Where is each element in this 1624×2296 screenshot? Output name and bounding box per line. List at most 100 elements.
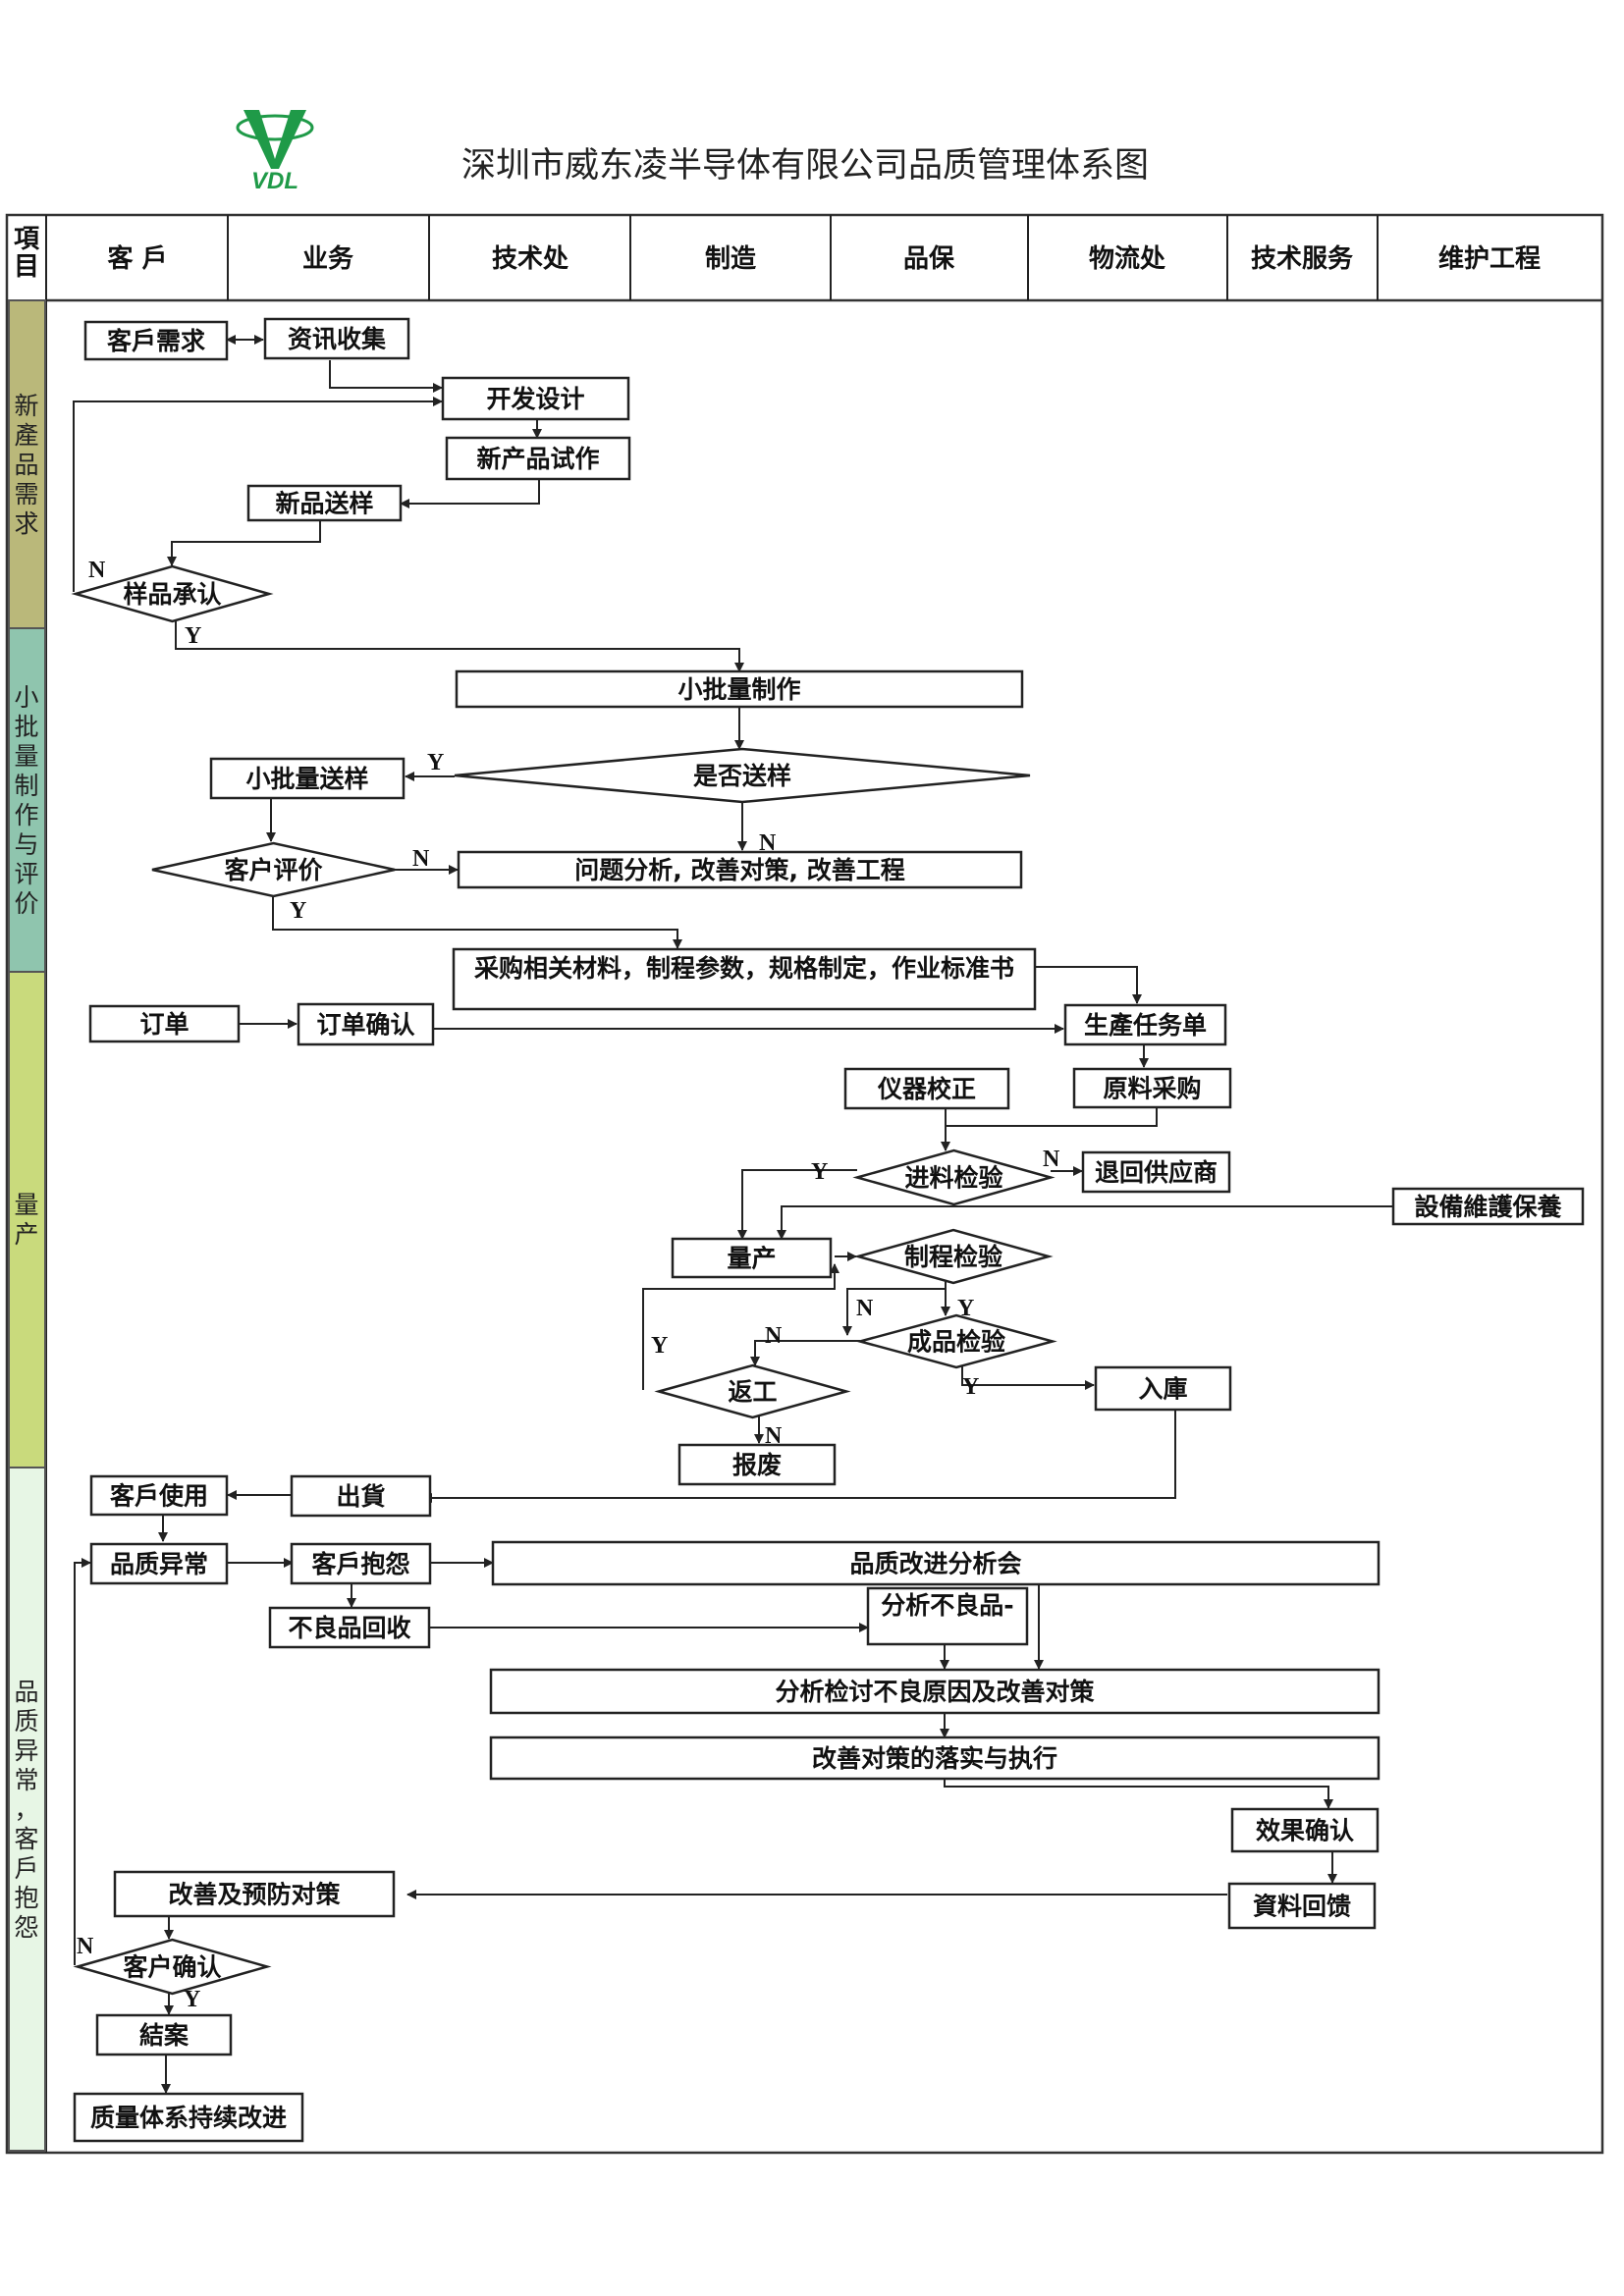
node-customer-complaint: 客戶抱怨 (290, 1542, 432, 1585)
node-label: 返工 (728, 1378, 777, 1407)
phase-label-char: 怨 (14, 1913, 38, 1942)
arrow-final-no (750, 1340, 860, 1366)
process-box (1063, 1003, 1227, 1046)
phase-label-char: 产 (14, 1220, 38, 1249)
node-label: 生產任务单 (1084, 1011, 1207, 1040)
process-box (290, 1542, 432, 1585)
page-title: 深圳市威东凌半导体有限公司品质管理体系图 (461, 146, 1149, 186)
node-process-insp: 制程检验 (853, 1228, 1054, 1285)
node-small-batch: 小批量制作 (455, 669, 1024, 709)
node-label: 问题分析, 改善对策, 改善工程 (574, 856, 904, 884)
process-box (1072, 1067, 1232, 1109)
svg-text:N: N (856, 1296, 874, 1321)
node-customer-demand: 客戶需求 (83, 320, 229, 361)
node-label: 订单 (139, 1010, 189, 1039)
phase-label-char: 量 (14, 742, 38, 771)
process-box (83, 320, 229, 361)
svg-text:N: N (765, 1423, 783, 1449)
node-label: 仪器校正 (877, 1075, 976, 1103)
svg-text:Y: Y (427, 750, 444, 775)
node-rework: 返工 (654, 1363, 851, 1419)
process-box (297, 1002, 435, 1046)
arrow-approve-yes (175, 620, 744, 672)
node-label: 結案 (139, 2021, 189, 2050)
node-label: 开发设计 (486, 385, 584, 413)
col-tech-service: 技术服务 (1251, 244, 1353, 274)
node-label: 量产 (727, 1245, 776, 1273)
phase-new-product (8, 299, 46, 629)
svg-text:項: 項 (14, 225, 40, 254)
svg-text:Y: Y (957, 1296, 974, 1321)
node-shipment: 出貨 (290, 1474, 432, 1518)
phase-small-batch (8, 627, 46, 973)
col-customer: 客 戶 (107, 243, 167, 274)
decision-diamond (73, 1938, 272, 1996)
node-trial: 新产品试作 (445, 436, 631, 481)
phase-label-char: 作 (14, 801, 38, 829)
node-continuous: 质量体系持续改进 (73, 2092, 304, 2143)
svg-text:Y: Y (962, 1374, 979, 1400)
node-label: 新产品试作 (476, 445, 599, 473)
svg-text:N: N (412, 846, 430, 872)
logo-text: VDL (251, 168, 298, 194)
vdl-logo: VDL (236, 110, 314, 194)
phase-label-char: 品 (14, 1678, 38, 1706)
arrow-sample-approve (167, 520, 321, 566)
phase-label-char: 价 (14, 889, 38, 918)
decision-diamond (654, 1363, 851, 1419)
col-manufacturing: 制造 (705, 244, 756, 274)
arrow-info-design (329, 360, 443, 393)
process-box (268, 1606, 431, 1649)
col-sales: 业务 (302, 244, 353, 274)
decision-diamond (853, 1228, 1054, 1285)
node-order-confirm: 订单确认 (297, 1002, 435, 1046)
process-box (290, 1474, 432, 1518)
node-label: 不良品回收 (288, 1614, 410, 1642)
process-box (89, 1542, 229, 1585)
arrow-confirm-no (74, 1558, 91, 1965)
process-box (113, 1870, 396, 1918)
col-technical: 技术处 (492, 244, 568, 274)
node-root-cause: 分析检讨不良原因及改善对策 (489, 1668, 1380, 1715)
node-label: 小批量制作 (677, 675, 800, 704)
node-quality-meeting: 品质改进分析会 (491, 1540, 1380, 1586)
arrow-rework-yes (642, 1263, 839, 1390)
node-label: 制程检验 (904, 1243, 1002, 1271)
arrow-maintenance (777, 1205, 1393, 1240)
node-label: 小批量送样 (245, 765, 368, 793)
node-small-batch-send: 小批量送样 (209, 757, 406, 800)
phase-label-char: 抱 (14, 1884, 38, 1912)
node-problem-analysis: 问题分析, 改善对策, 改善工程 (457, 850, 1023, 889)
node-label: 质量体系持续改进 (90, 2104, 287, 2132)
process-box (677, 1443, 837, 1486)
process-box (441, 376, 630, 421)
svg-text:N: N (88, 558, 106, 583)
decision-diamond (852, 1148, 1056, 1206)
node-data-feedback: 資料回馈 (1227, 1882, 1377, 1930)
item-header: 項 目 (14, 225, 40, 282)
node-close: 結案 (95, 2013, 233, 2056)
node-return-supplier: 退回供应商 (1081, 1150, 1231, 1194)
process-box (1227, 1882, 1377, 1930)
node-mass-production: 量产 (671, 1237, 833, 1279)
node-label: 設備維護保養 (1414, 1193, 1561, 1221)
process-box (491, 1540, 1380, 1586)
node-label: 成品检验 (907, 1328, 1005, 1357)
col-logistics: 物流处 (1089, 244, 1165, 274)
phase-quality-abnormal (8, 1467, 46, 2152)
node-label: 订单确认 (316, 1011, 414, 1040)
process-box (1391, 1187, 1585, 1226)
process-box (1094, 1365, 1232, 1412)
decision-diamond (855, 1313, 1057, 1369)
process-box (452, 947, 1037, 1011)
node-defect-recovery: 不良品回收 (268, 1606, 431, 1649)
process-box (489, 1735, 1380, 1781)
node-label: 效果确认 (1256, 1817, 1354, 1845)
node-implement: 改善对策的落实与执行 (489, 1735, 1380, 1781)
node-customer-use: 客戶使用 (89, 1474, 229, 1517)
node-label: 进料检验 (904, 1164, 1002, 1193)
phase-label-char: 质 (14, 1707, 38, 1735)
col-qa: 品保 (903, 244, 955, 274)
node-label: 改善对策的落实与执行 (812, 1744, 1057, 1773)
process-box (457, 850, 1023, 889)
